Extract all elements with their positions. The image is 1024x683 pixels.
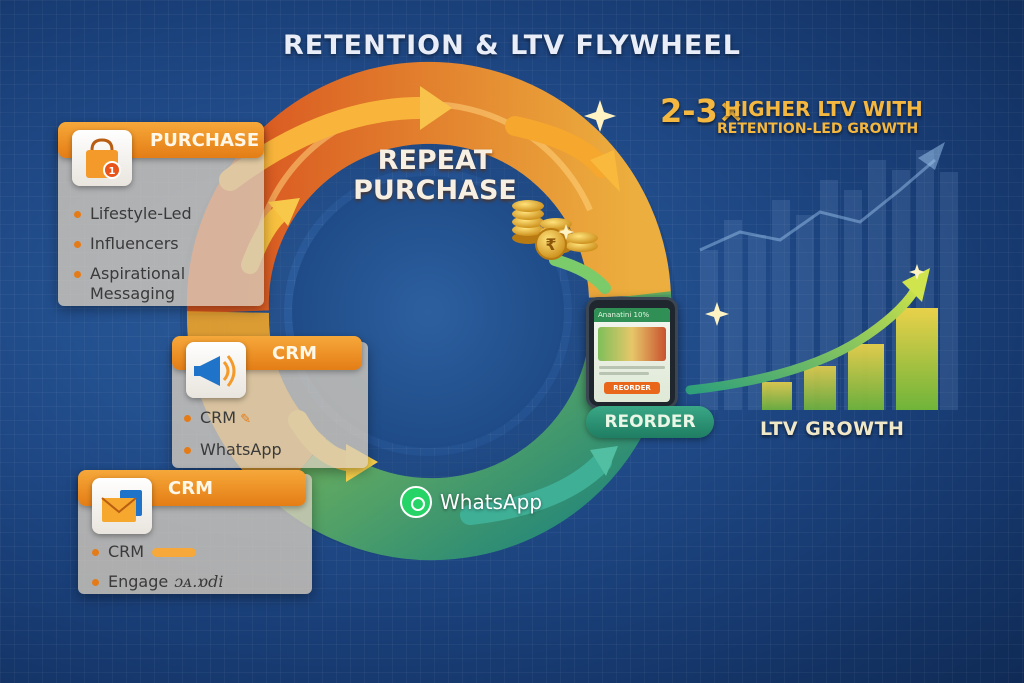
background-trend-arrowhead	[918, 142, 945, 170]
inner-sweep-arrowhead	[268, 198, 300, 226]
crm-engage-bullet-label: CRM	[108, 542, 145, 561]
repeat-purchase-line2: PURCHASE	[353, 175, 517, 206]
list-item: Engage ɔᴀ.ɒdi	[92, 572, 302, 592]
ltv-multiplier: 2-3×	[660, 92, 745, 130]
ltv-stat-line2: RETENTION-LED GROWTH	[717, 121, 919, 137]
reorder-pill: REORDER	[586, 406, 714, 438]
engage-bullet-label: Engage	[108, 572, 169, 591]
repeat-purchase-label: REPEAT PURCHASE	[340, 146, 530, 206]
phone-reorder-button[interactable]: REORDER	[604, 382, 660, 394]
top-sweep-arrowhead	[420, 86, 452, 130]
megaphone-icon	[186, 342, 246, 398]
growth-bar	[848, 344, 884, 410]
progress-pill	[152, 548, 197, 557]
crm-bullet-label: CRM	[200, 408, 237, 427]
phone-screen: Ananatini 10% REORDER	[594, 308, 670, 402]
envelope-icon	[92, 478, 152, 534]
envelope-icon-graphic	[101, 490, 142, 522]
list-item: CRM	[92, 542, 302, 562]
crm-engage-card-title: CRM	[168, 477, 213, 499]
whatsapp-icon	[400, 486, 432, 518]
shopping-bag-icon: 1	[72, 130, 132, 186]
svg-text:₹: ₹	[545, 235, 556, 254]
engage-scribble: ɔᴀ.ɒdi	[174, 572, 224, 591]
phone-product-image	[598, 327, 666, 361]
growth-bar	[896, 308, 938, 410]
list-item: CRM ✎	[184, 408, 354, 430]
swoosh-icon: ✎	[236, 412, 252, 427]
phone-app-header: Ananatini 10%	[594, 308, 670, 322]
repeat-purchase-line1: REPEAT	[377, 145, 493, 176]
green-return-arrow	[549, 254, 611, 294]
whatsapp-label-text: WhatsApp	[440, 490, 543, 514]
growth-bar	[762, 382, 792, 410]
svg-text:1: 1	[109, 166, 116, 177]
purchase-card-title: PURCHASE	[150, 129, 260, 151]
crm-engage-bullet-list: CRM Engage ɔᴀ.ɒdi	[92, 542, 302, 602]
phone-text-line	[599, 372, 649, 375]
coin-stack-icon: ₹	[512, 200, 598, 260]
purchase-bullet-list: Lifestyle-Led Influencers Aspirational M…	[74, 204, 250, 314]
whatsapp-label: WhatsApp	[400, 486, 542, 518]
megaphone-icon-graphic	[194, 355, 236, 387]
growth-trend-arrow	[685, 285, 920, 395]
ltv-stat-line1: HIGHER LTV WITH	[724, 97, 923, 121]
phone-mockup: Ananatini 10% REORDER	[586, 297, 678, 409]
background-trend-line	[699, 158, 936, 252]
crm-bullet-list: CRM ✎ WhatsApp	[184, 408, 354, 470]
list-item: Lifestyle-Led	[74, 204, 250, 224]
list-item: Influencers	[74, 234, 250, 254]
sparkle-icons	[558, 100, 925, 326]
list-item: Aspirational Messaging	[74, 264, 250, 304]
growth-trend-arrowhead	[902, 268, 930, 302]
bottom-sweep-arrow	[460, 452, 612, 525]
crm-card-title: CRM	[272, 342, 317, 364]
ltv-growth-bars	[762, 308, 938, 410]
right-sweep-arrowhead	[590, 150, 620, 192]
shopping-bag-icon-graphic: 1	[86, 138, 121, 179]
list-item: WhatsApp	[184, 440, 354, 460]
page-title: RETENTION & LTV FLYWHEEL	[283, 30, 741, 61]
ltv-multiplier-value: 2-3×	[660, 92, 745, 130]
phone-text-line	[599, 366, 665, 369]
bottom-sweep-arrowhead	[590, 446, 618, 476]
growth-bar	[804, 366, 836, 410]
ltv-growth-label: LTV GROWTH	[760, 418, 905, 440]
